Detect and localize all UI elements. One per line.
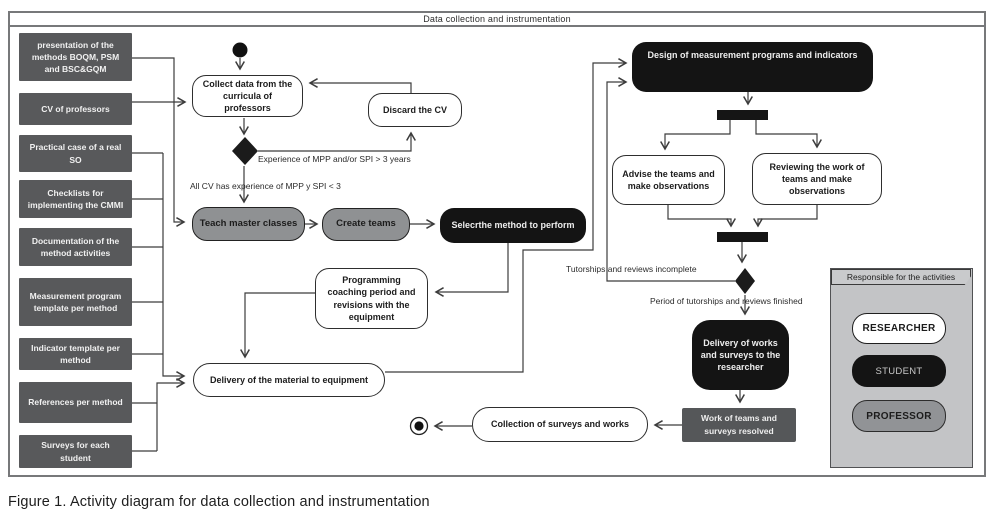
activity-advise-teams: Advise the teams and make observations [612,155,725,205]
connector [667,205,736,228]
activity-delivery-works: Delivery of works and surveys to the res… [692,320,789,390]
activity-collect-data: Collect data from the curricula of profe… [192,75,303,117]
connector [606,77,735,282]
fork-bar [717,110,768,120]
activity-create-teams: Create teams [322,208,410,241]
frame-title: Data collection and instrumentation [10,13,984,27]
guard-incomplete: Tutorships and reviews incomplete [566,264,697,274]
input-presentation-methods: presentation of the methods BOQM, PSM an… [19,33,132,81]
decision-diamond-1 [232,137,258,165]
input-references: References per method [19,382,132,423]
activity-programming-coaching: Programming coaching period and revision… [315,268,428,329]
activity-design-programs: Design of measurement programs and indic… [632,42,873,92]
initial-node [232,42,248,58]
input-practical-case: Practical case of a real SO [19,135,132,172]
connector [156,378,186,451]
connector [385,58,628,373]
input-documentation: Documentation of the method activities [19,228,132,266]
connector [660,120,731,151]
connector [434,243,509,297]
final-node-dot [414,421,424,431]
guard-experience: Experience of MPP and/or SPI > 3 years [258,154,411,164]
join-bar [717,232,768,242]
decision-diamond-2 [735,268,755,294]
connector [132,57,186,227]
input-measurement-template: Measurement program template per method [19,278,132,326]
activity-collection-surveys: Collection of surveys and works [472,407,648,442]
legend-item-researcher: RESEARCHER [852,313,946,344]
figure-caption: Figure 1. Activity diagram for data coll… [8,494,430,510]
activity-teach-classes: Teach master classes [192,207,305,241]
guard-all-cv: All CV has experience of MPP y SPI < 3 [190,181,341,191]
guard-finished: Period of tutorships and reviews finishe… [650,296,803,306]
activity-review-work: Reviewing the work of teams and make obs… [752,153,882,205]
legend-title: Responsible for the activities [831,269,971,285]
connector [753,205,818,228]
activity-select-method: Selecrthe method to perform [440,208,586,243]
connector [162,153,186,381]
input-cv-professors: CV of professors [19,93,132,125]
connector [240,292,315,359]
input-checklists-cmmi: Checklists for implementing the CMMI [19,180,132,218]
legend-item-professor: PROFESSOR [852,400,946,432]
connector [308,78,412,93]
activity-work-resolved: Work of teams and surveys resolved [682,408,796,442]
connector [755,120,822,149]
activity-delivery-material: Delivery of the material to equipment [193,363,385,397]
input-surveys: Surveys for each student [19,435,132,468]
activity-discard-cv: Discard the CV [368,93,462,127]
input-indicator-template: Indicator template per method [19,338,132,370]
connector [258,131,416,152]
legend-item-student: STUDENT [852,355,946,387]
